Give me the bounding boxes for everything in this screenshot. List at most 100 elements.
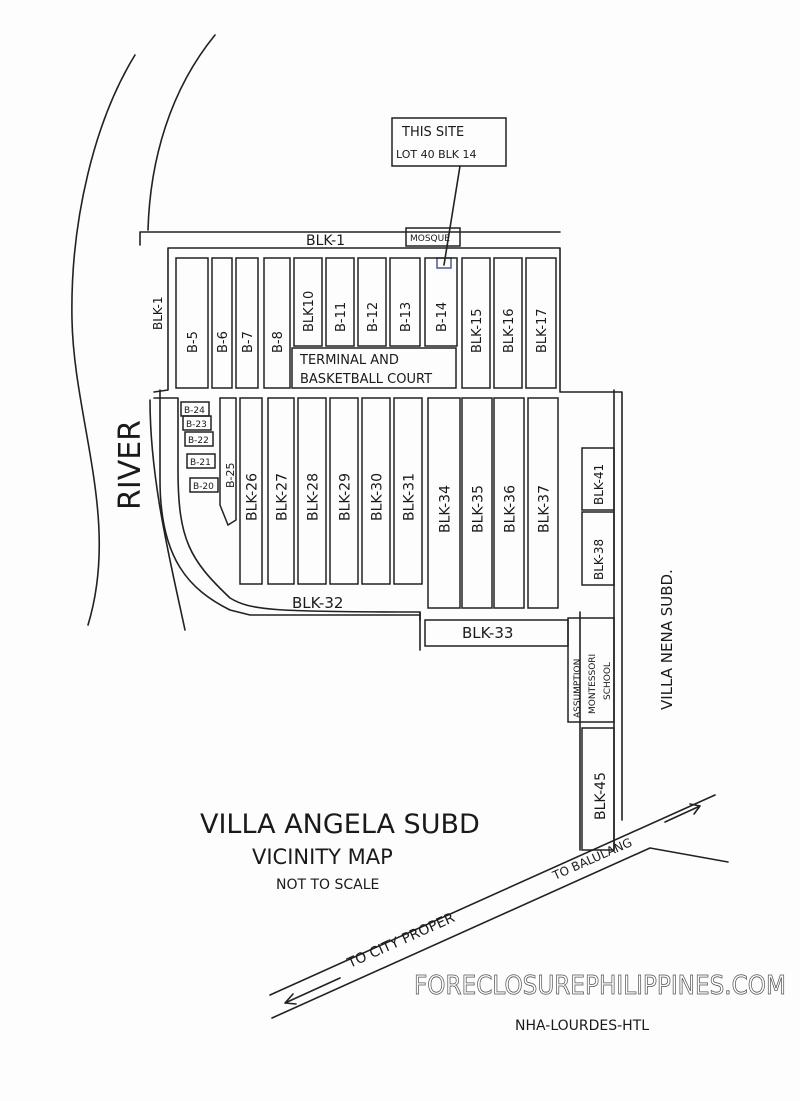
- villa-nena-label: VILLA NENA SUBD.: [658, 569, 676, 710]
- b10-label: BLK10: [302, 291, 317, 332]
- b23-label: B-23: [186, 420, 207, 430]
- river-bank-west: [71, 54, 136, 626]
- block-b15: [461, 257, 491, 389]
- main-road-north: [269, 794, 716, 996]
- b29-label: BLK-29: [337, 473, 353, 521]
- blk1-side-label: BLK-1: [151, 297, 165, 331]
- block-b23: [182, 415, 212, 431]
- block-b7: [235, 257, 259, 389]
- arrow-balulang: [664, 803, 701, 823]
- school-box: [567, 617, 615, 723]
- terminal-label-2: BASKETBALL COURT: [300, 372, 432, 387]
- block-b37: [527, 397, 559, 609]
- block-b20: [189, 477, 219, 493]
- b24-label: B-24: [184, 406, 205, 416]
- block-b29: [329, 397, 359, 585]
- blk32-label: BLK-32: [292, 594, 343, 612]
- b27-label: BLK-27: [274, 473, 290, 521]
- block-blk45: [581, 727, 615, 851]
- main-road-south: [271, 847, 729, 1019]
- watermark: FORECLOSUREPHILIPPINES.COM: [414, 971, 786, 1001]
- blk38-label: BLK-38: [592, 539, 606, 580]
- block-b30: [361, 397, 391, 585]
- arrow-city: [284, 977, 341, 1005]
- block-b26: [239, 397, 263, 585]
- block-b16: [493, 257, 523, 389]
- b5-label: B-5: [186, 331, 201, 353]
- road-city-label: TO CITY PROPER: [344, 910, 457, 972]
- road-inner: [159, 389, 421, 616]
- b22-label: B-22: [188, 436, 209, 446]
- school-label-2: MONTESSORI: [588, 654, 598, 714]
- map-scale-note: NOT TO SCALE: [276, 877, 379, 893]
- b31-label: BLK-31: [401, 473, 417, 521]
- block-b27: [267, 397, 295, 585]
- b20-label: B-20: [193, 482, 214, 492]
- school-label-1: ASSUMPTION: [573, 659, 583, 718]
- school-label-3: SCHOOL: [603, 662, 613, 700]
- river-bank-east: [147, 34, 216, 231]
- block-b25: [219, 397, 237, 527]
- block-b10: [293, 257, 323, 347]
- blk45-label: BLK-45: [593, 772, 609, 820]
- b16-label: BLK-16: [502, 308, 517, 353]
- b26-label: BLK-26: [244, 473, 260, 521]
- map-subtitle: VICINITY MAP: [252, 845, 393, 869]
- block-b13: [389, 257, 421, 347]
- b25-label: B-25: [224, 462, 237, 488]
- mosque-box: [405, 227, 461, 247]
- site-label-2: LOT 40 BLK 14: [396, 148, 477, 161]
- b11-label: B-11: [334, 302, 349, 332]
- b14-label: B-14: [435, 302, 450, 332]
- b12-label: B-12: [366, 302, 381, 332]
- block-blk38: [581, 511, 615, 586]
- block-b14: [424, 257, 458, 347]
- river-label: RIVER: [113, 420, 148, 510]
- block-b8: [263, 257, 291, 389]
- b37-label: BLK-37: [536, 485, 552, 533]
- block-b12: [357, 257, 387, 347]
- b7-label: B-7: [241, 331, 256, 353]
- b28-label: BLK-28: [305, 473, 321, 521]
- blk41-label: BLK-41: [592, 464, 606, 505]
- block-b11: [325, 257, 355, 347]
- mosque-label: MOSQUE: [410, 234, 450, 244]
- b17-label: BLK-17: [535, 308, 550, 353]
- nha-label: NHA-LOURDES-HTL: [515, 1018, 649, 1034]
- block-b36: [493, 397, 525, 609]
- site-pointer: [443, 165, 461, 266]
- b21-label: B-21: [190, 458, 211, 468]
- small-blocks: B-24B-23B-22B-21B-20: [180, 401, 219, 493]
- blk1-top-label: BLK-1: [306, 233, 345, 249]
- b8-label: B-8: [271, 331, 286, 353]
- river-bank-east-lower: [149, 399, 186, 631]
- block-b5: [175, 257, 209, 389]
- b34-label: BLK-34: [437, 485, 453, 533]
- terminal-box: [291, 347, 457, 389]
- b36-label: BLK-36: [502, 485, 518, 533]
- block-b17: [525, 257, 557, 389]
- b35-label: BLK-35: [470, 485, 486, 533]
- b30-label: BLK-30: [369, 473, 385, 521]
- terminal-label-1: TERMINAL AND: [299, 353, 399, 368]
- site-label-1: THIS SITE: [401, 125, 464, 140]
- road-balulang-label: TO BALULANG: [550, 835, 635, 883]
- road-perimeter: [153, 247, 623, 821]
- block-b35: [461, 397, 493, 609]
- road-outer: [139, 231, 561, 246]
- block-b34: [427, 397, 461, 609]
- b6-label: B-6: [216, 331, 231, 353]
- blk33-label: BLK-33: [462, 624, 513, 642]
- block-b31: [393, 397, 423, 585]
- map-title: VILLA ANGELA SUBD: [200, 809, 480, 840]
- block-blk41: [581, 447, 615, 511]
- block-b21: [186, 453, 216, 469]
- site-marker-box: [391, 117, 507, 167]
- block-b22: [184, 431, 214, 447]
- block-b28: [297, 397, 327, 585]
- block-b6: [211, 257, 233, 389]
- b15-label: BLK-15: [470, 308, 485, 353]
